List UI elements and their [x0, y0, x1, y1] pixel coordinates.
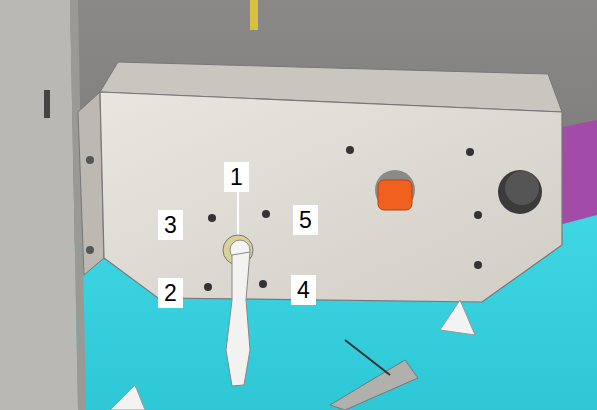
black-knob: [505, 171, 539, 205]
button-bezel: [375, 170, 415, 210]
callout-number: 5: [293, 205, 318, 235]
yellow-part: [250, 0, 258, 30]
hole: [204, 283, 212, 291]
callout-number: 4: [291, 275, 316, 305]
cone: [440, 300, 475, 335]
screw: [86, 156, 94, 164]
pin: [330, 360, 418, 410]
pin-rod: [345, 340, 390, 375]
hole: [208, 214, 216, 222]
screw: [466, 148, 474, 156]
hole: [259, 280, 267, 288]
switch-lever: [226, 252, 250, 386]
screw: [86, 246, 94, 254]
knob-base: [498, 170, 542, 214]
leader-line: [237, 190, 239, 240]
screw: [346, 146, 354, 154]
screw: [474, 211, 482, 219]
screw: [474, 261, 482, 269]
cone: [110, 385, 145, 410]
hole: [262, 210, 270, 218]
orange-button: [378, 180, 412, 210]
callout-number: 3: [158, 210, 183, 240]
panel-face: [100, 92, 562, 302]
callout-number: 1: [224, 162, 249, 192]
plate-slot: [44, 90, 50, 118]
callout-number: 2: [158, 278, 183, 308]
side-plate: [0, 0, 78, 410]
